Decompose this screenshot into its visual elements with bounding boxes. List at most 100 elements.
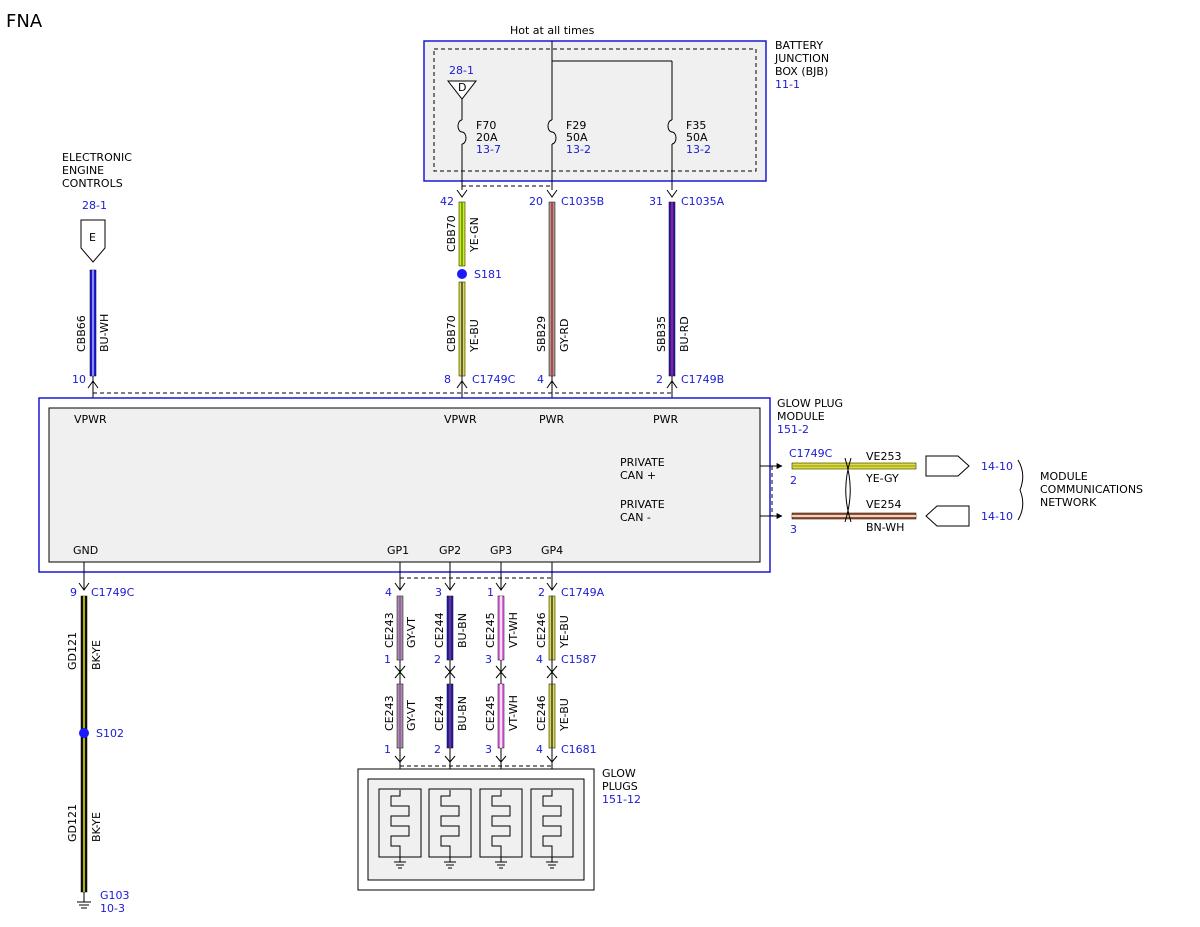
gp1-pin-c: 1 <box>384 743 391 756</box>
wire-cbb66: CBB66 BU-WH 10 <box>72 269 111 386</box>
wire-sbb35-pin-top: 31 <box>649 195 663 208</box>
pin-vpwr-1: VPWR <box>74 413 107 426</box>
can-plus-pin: 2 <box>790 474 797 487</box>
pin-vpwr-2: VPWR <box>444 413 477 426</box>
network-label-3: NETWORK <box>1040 496 1097 509</box>
pin-gp4: GP4 <box>541 544 563 557</box>
glow-plug-3-icon <box>479 788 523 869</box>
glow-plugs-label-1: GLOW <box>602 767 636 780</box>
gp4-circuit-lower: CE246 <box>535 695 548 731</box>
electronic-engine-controls: ELECTRONIC ENGINE CONTROLS 28-1 E <box>62 151 132 263</box>
network-brace-icon <box>1017 459 1024 521</box>
fuse-f29-ref: 13-2 <box>566 143 591 156</box>
bjb-label-1: BATTERY <box>775 39 823 52</box>
can-connector: C1749C <box>789 447 833 460</box>
fuse-f29-rating: 50A <box>566 131 588 144</box>
bjb-connector-arrows <box>456 185 678 198</box>
can-minus-pin: 3 <box>790 523 797 536</box>
gp2-circuit-lower: CE244 <box>433 695 446 731</box>
wire-sbb35-color: BU-RD <box>678 316 691 352</box>
fuse-f35-name: F35 <box>686 119 706 132</box>
bjb-label-3: BOX (BJB) <box>775 65 828 78</box>
pin-gnd: GND <box>73 544 98 557</box>
twisted-pair-icon <box>844 457 852 523</box>
can-minus-connector-tag-icon <box>925 505 970 527</box>
network-label-2: COMMUNICATIONS <box>1040 483 1143 496</box>
wire-sbb29-pin-top: 20 <box>529 195 543 208</box>
glow-plugs-label-2: PLUGS <box>602 780 638 793</box>
ground-connector: C1749C <box>91 586 135 599</box>
fuse-f70-name: F70 <box>476 119 496 132</box>
wire-sbb29: 20 C1035B SBB29 GY-RD 4 <box>529 195 604 386</box>
wire-sbb29-connector-top: C1035B <box>561 195 604 208</box>
gpm-label-2: MODULE <box>777 410 825 423</box>
gp1-circuit-lower: CE243 <box>383 695 396 731</box>
can-minus-label-1: PRIVATE <box>620 498 665 511</box>
glow-plug-1-icon <box>378 788 422 869</box>
wire-sbb35-connector-top: C1035A <box>681 195 725 208</box>
wire-cbb70-color: YE-BU <box>468 319 481 353</box>
ground-color-lower: BK-YE <box>90 812 103 842</box>
fuse-f35-icon <box>667 119 677 145</box>
ground-ref: 10-3 <box>100 902 125 915</box>
gp3-pin-b: 3 <box>485 653 492 666</box>
gp3-pin-c: 3 <box>485 743 492 756</box>
fuse-f70-ref: 13-7 <box>476 143 501 156</box>
eec-ref: 28-1 <box>82 199 107 212</box>
gp4-pin-c: 4 <box>536 743 543 756</box>
fuse-f29-icon <box>547 119 557 145</box>
glow-plug-2-icon <box>428 788 472 869</box>
can-minus-circuit: VE254 <box>866 498 901 511</box>
gp2-color-lower: BU-BN <box>456 696 469 731</box>
gp3-circuit-upper: CE245 <box>484 612 497 648</box>
wire-cbb70-color-top: YE-GN <box>468 217 481 253</box>
can-plus-ref: 14-10 <box>981 460 1013 473</box>
can-minus-ref: 14-10 <box>981 510 1013 523</box>
wire-cbb70-pin-top: 42 <box>440 195 454 208</box>
glow-plug-module: GLOW PLUG MODULE 151-2 VPWR VPWR PWR PWR… <box>38 397 843 573</box>
fuse-f35-rating: 50A <box>686 131 708 144</box>
ground-circuit-lower: GD121 <box>66 804 79 842</box>
hot-label: Hot at all times <box>510 24 595 37</box>
gp-connector-c: C1681 <box>561 743 597 756</box>
wire-sbb35: 31 C1035A SBB35 BU-RD 2 C1749B <box>649 195 725 386</box>
gp2-circuit-upper: CE244 <box>433 612 446 648</box>
gpm-ref: 151-2 <box>777 423 809 436</box>
eec-letter: E <box>89 231 96 244</box>
bjb-inner-ref: 28-1 <box>449 64 474 77</box>
bjb-inner-letter: D <box>458 81 466 94</box>
reference-tag-icon <box>80 219 106 263</box>
gp4-pin-b: 4 <box>536 653 543 666</box>
gp1-color-lower: GY-VT <box>405 700 418 731</box>
can-bus: C1749C 2 3 VE253 YE-GY VE254 BN-WH 14-10… <box>760 447 1143 536</box>
wire-cbb66-pin: 10 <box>72 373 86 386</box>
pin-gp2: GP2 <box>439 544 461 557</box>
wire-sbb29-circuit: SBB29 <box>535 316 548 352</box>
can-plus-color: YE-GY <box>865 472 899 485</box>
gp2-color-upper: BU-BN <box>456 613 469 648</box>
can-minus-color: BN-WH <box>866 521 904 534</box>
ground-circuit-upper: GD121 <box>66 632 79 670</box>
glow-plug-4-icon <box>530 788 574 869</box>
ground-circuit: 9 C1749C S102 GD121 BK-YE GD121 BK-YE G1… <box>66 562 135 915</box>
wire-cbb70-connector: C1749C <box>472 373 516 386</box>
bjb-ref: 11-1 <box>775 78 800 91</box>
wire-cbb70: S181 42 CBB70 YE-GN CBB70 YE-BU 8 C1749C <box>440 195 516 386</box>
wire-cbb70-pin: 8 <box>444 373 451 386</box>
splice-s102-icon <box>79 728 89 738</box>
wire-sbb29-pin: 4 <box>537 373 544 386</box>
glow-plugs: GLOW PLUGS 151-12 <box>357 767 641 891</box>
gp2-pin-b: 2 <box>434 653 441 666</box>
can-plus-label-2: CAN + <box>620 469 656 482</box>
can-plus-connector-tag-icon <box>925 455 970 477</box>
fuse-f70-rating: 20A <box>476 131 498 144</box>
gp1-circuit-upper: CE243 <box>383 612 396 648</box>
wire-cbb66-color: BU-WH <box>98 314 111 352</box>
wire-sbb35-pin: 2 <box>656 373 663 386</box>
wire-sbb35-connector: C1749B <box>681 373 724 386</box>
gp3-color-lower: VT-WH <box>507 695 520 731</box>
battery-junction-box: Hot at all times BATTERY JUNCTION BOX (B… <box>423 24 829 190</box>
wire-cbb66-circuit: CBB66 <box>75 315 88 352</box>
pin-gp3: GP3 <box>490 544 512 557</box>
eec-label-3: CONTROLS <box>62 177 123 190</box>
